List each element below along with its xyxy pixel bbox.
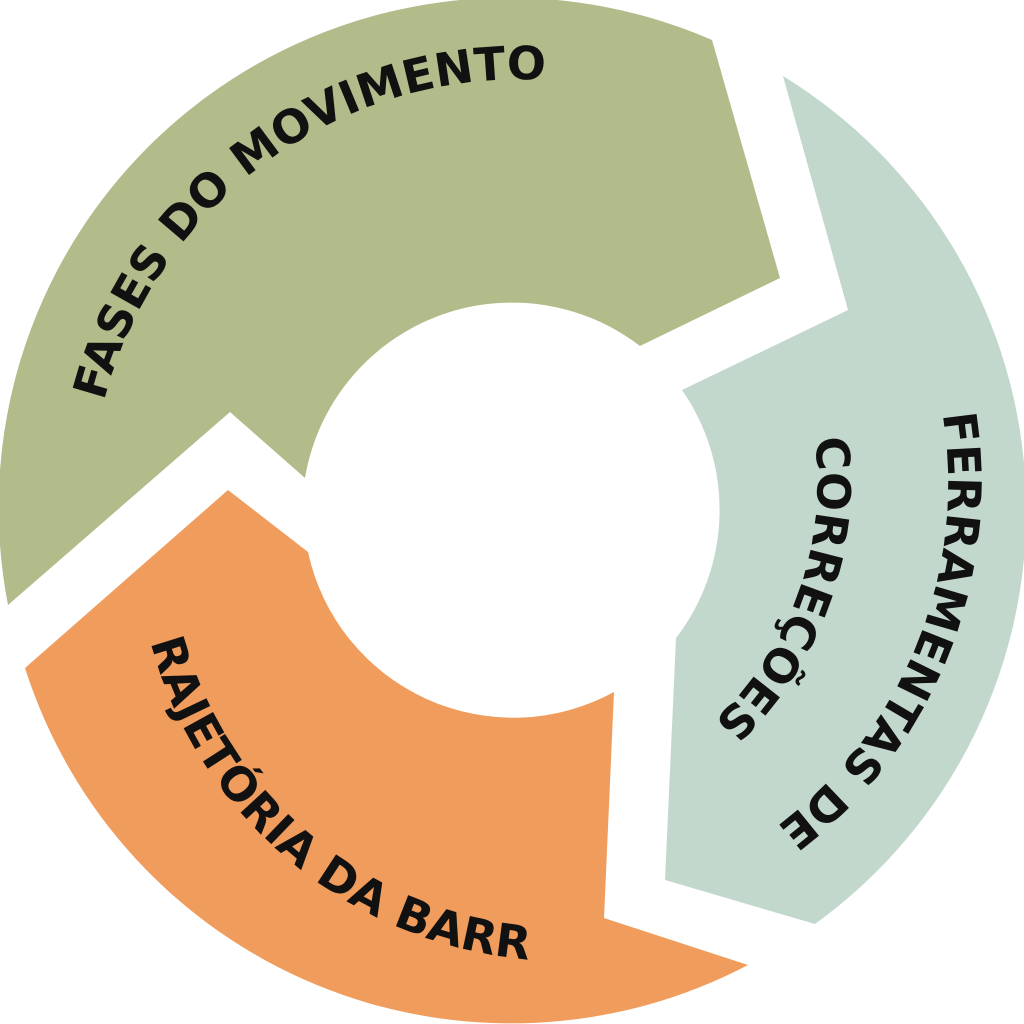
segment-fases-do-movimento bbox=[0, 0, 780, 605]
segment-ferramentas-de-correcoes bbox=[665, 76, 1024, 924]
segment-trajetoria-da-barra bbox=[25, 490, 748, 1024]
